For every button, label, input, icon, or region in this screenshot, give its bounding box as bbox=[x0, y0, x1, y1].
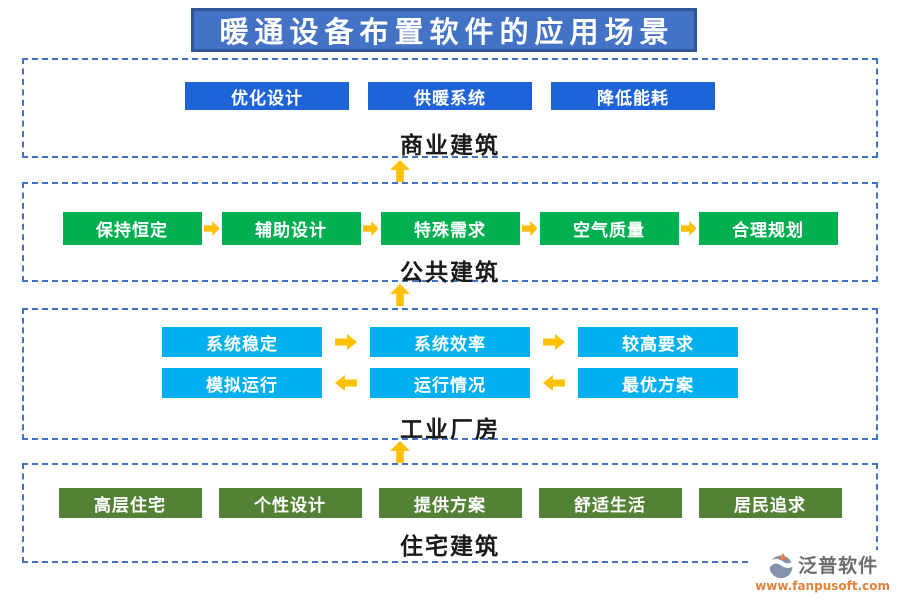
right-arrow-icon bbox=[203, 221, 220, 236]
node-row: 优化设计 供暖系统 降低能耗 bbox=[185, 82, 715, 110]
page-title: 暖通设备布置软件的应用场景 bbox=[191, 8, 697, 52]
flow-node: 保持恒定 bbox=[62, 212, 202, 245]
fanpu-logo-icon bbox=[767, 552, 796, 579]
section-label: 商业建筑 bbox=[400, 132, 500, 159]
node-row: 系统稳定 系统效率 较高要求 bbox=[162, 327, 738, 357]
logo-text: 泛普软件 bbox=[798, 554, 879, 577]
node-row: 保持恒定 辅助设计 特殊需求 空气质量 合理规划 bbox=[62, 212, 838, 245]
flow-node: 优化设计 bbox=[185, 82, 349, 110]
section-commercial-buildings: 优化设计 供暖系统 降低能耗 商业建筑 bbox=[22, 58, 878, 159]
flow-node: 供暖系统 bbox=[368, 82, 532, 110]
flow-node: 最优方案 bbox=[578, 368, 738, 398]
fanpu-logo: 泛普软件 www.fanpusoft.com bbox=[751, 550, 894, 596]
logo-url: www.fanpusoft.com bbox=[755, 579, 890, 593]
flow-node: 空气质量 bbox=[539, 212, 679, 245]
section-label: 公共建筑 bbox=[400, 259, 500, 286]
right-arrow-icon bbox=[362, 221, 379, 236]
section-label: 工业厂房 bbox=[400, 416, 500, 443]
flow-node: 辅助设计 bbox=[221, 212, 361, 245]
node-row: 高层住宅 个性设计 提供方案 舒适生活 居民追求 bbox=[58, 488, 842, 518]
flow-node: 高层住宅 bbox=[58, 488, 202, 518]
left-arrow-icon bbox=[335, 375, 357, 391]
flow-node: 居民追求 bbox=[698, 488, 842, 518]
flow-node: 个性设计 bbox=[218, 488, 362, 518]
flow-node: 降低能耗 bbox=[551, 82, 715, 110]
up-arrow-icon bbox=[390, 160, 410, 182]
flow-node: 合理规划 bbox=[698, 212, 838, 245]
left-arrow-icon bbox=[543, 375, 565, 391]
flow-node: 系统稳定 bbox=[162, 327, 322, 357]
right-arrow-icon bbox=[680, 221, 697, 236]
flow-node: 特殊需求 bbox=[380, 212, 520, 245]
flow-node: 较高要求 bbox=[578, 327, 738, 357]
section-label: 住宅建筑 bbox=[400, 533, 500, 560]
section-residential-buildings: 高层住宅 个性设计 提供方案 舒适生活 居民追求 住宅建筑 bbox=[22, 463, 878, 563]
flow-node: 运行情况 bbox=[370, 368, 530, 398]
section-industrial-plants: 系统稳定 系统效率 较高要求 模拟运行 运行情况 最优方案 工业厂房 bbox=[22, 308, 878, 443]
up-arrow-icon bbox=[390, 284, 410, 306]
flow-node: 舒适生活 bbox=[538, 488, 682, 518]
up-arrow-icon bbox=[390, 441, 410, 463]
right-arrow-icon bbox=[335, 334, 357, 350]
right-arrow-icon bbox=[521, 221, 538, 236]
flow-node: 模拟运行 bbox=[162, 368, 322, 398]
right-arrow-icon bbox=[543, 334, 565, 350]
flow-node: 提供方案 bbox=[378, 488, 522, 518]
flow-node: 系统效率 bbox=[370, 327, 530, 357]
section-public-buildings: 保持恒定 辅助设计 特殊需求 空气质量 合理规划 公共建筑 bbox=[22, 182, 878, 286]
node-row: 模拟运行 运行情况 最优方案 bbox=[162, 368, 738, 398]
node-rows: 系统稳定 系统效率 较高要求 模拟运行 运行情况 最优方案 bbox=[162, 327, 738, 398]
